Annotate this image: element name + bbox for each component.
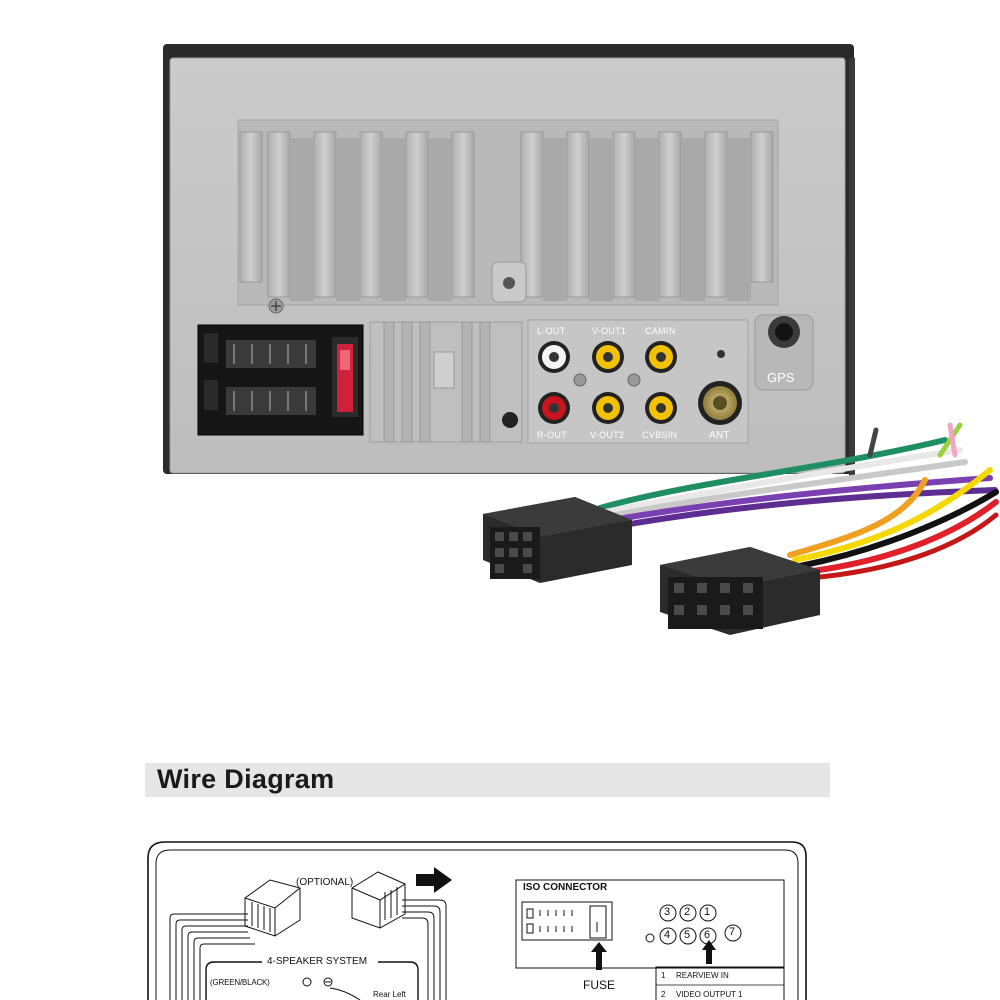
arrow-right-icon	[416, 867, 452, 893]
iso-socket	[197, 324, 364, 436]
green-black-label: (GREEN/BLACK)	[210, 978, 270, 987]
iso-connector-sketch	[521, 901, 613, 941]
pin-number-1: 1	[704, 906, 711, 918]
port-label-v-out1: V-OUT1	[592, 326, 627, 336]
pin-number-7: 7	[729, 926, 736, 938]
speaker-system-label: 4-SPEAKER SYSTEM	[267, 956, 368, 967]
port-label-l-out: L-OUT	[537, 326, 566, 336]
section-title: Wire Diagram	[157, 764, 335, 794]
pin-number-4: 4	[664, 929, 671, 941]
connector-sketch-left	[244, 879, 301, 937]
iso-connector-title: ISO CONNECTOR	[523, 882, 608, 893]
legend-label: VIDEO OUTPUT 1	[676, 990, 743, 999]
iso-connector-box	[515, 879, 785, 969]
pin-number-6: 6	[704, 929, 711, 941]
iso-plug-right	[660, 547, 820, 635]
pin-number-5: 5	[684, 929, 691, 941]
legend-label: REARVIEW IN	[676, 971, 729, 980]
wire-diagram	[147, 841, 807, 1000]
pin-number-3: 3	[664, 906, 671, 918]
fuse-arrow-icon	[591, 942, 607, 970]
rca-camin	[645, 341, 677, 373]
iso-plug-left	[483, 497, 632, 583]
rca-v-out2	[592, 392, 624, 424]
wire-harness	[597, 422, 999, 581]
legend-num: 2	[661, 990, 666, 999]
port-label-r-out: R-OUT	[537, 430, 567, 440]
rca-r-out	[538, 392, 570, 424]
port-label-ant: ANT	[709, 430, 730, 441]
head-unit-rear-photo	[163, 44, 999, 635]
speaker-icon	[302, 977, 361, 1000]
port-label-gps: GPS	[767, 370, 795, 385]
connector-arrow-icon	[702, 940, 716, 964]
port-label-cvbsin: CVBSIN	[642, 430, 678, 440]
antenna-jack	[698, 381, 742, 425]
connector-sketch-right	[351, 871, 406, 929]
screw-icon	[268, 298, 284, 314]
section-banner	[145, 763, 830, 797]
port-label-camin: CAMIN	[645, 326, 676, 336]
rca-v-out1	[592, 341, 624, 373]
rca-cvbsin	[645, 392, 677, 424]
rear-left-label: Rear Left	[373, 990, 406, 999]
optional-label: (OPTIONAL)	[296, 877, 354, 888]
port-label-v-out2: V-OUT2	[590, 430, 625, 440]
fuse-label: FUSE	[583, 978, 616, 992]
gps-port	[754, 314, 814, 391]
pin-number-2: 2	[684, 906, 691, 918]
legend-table	[655, 966, 785, 1000]
legend-num: 1	[661, 971, 666, 980]
rca-l-out	[538, 341, 570, 373]
